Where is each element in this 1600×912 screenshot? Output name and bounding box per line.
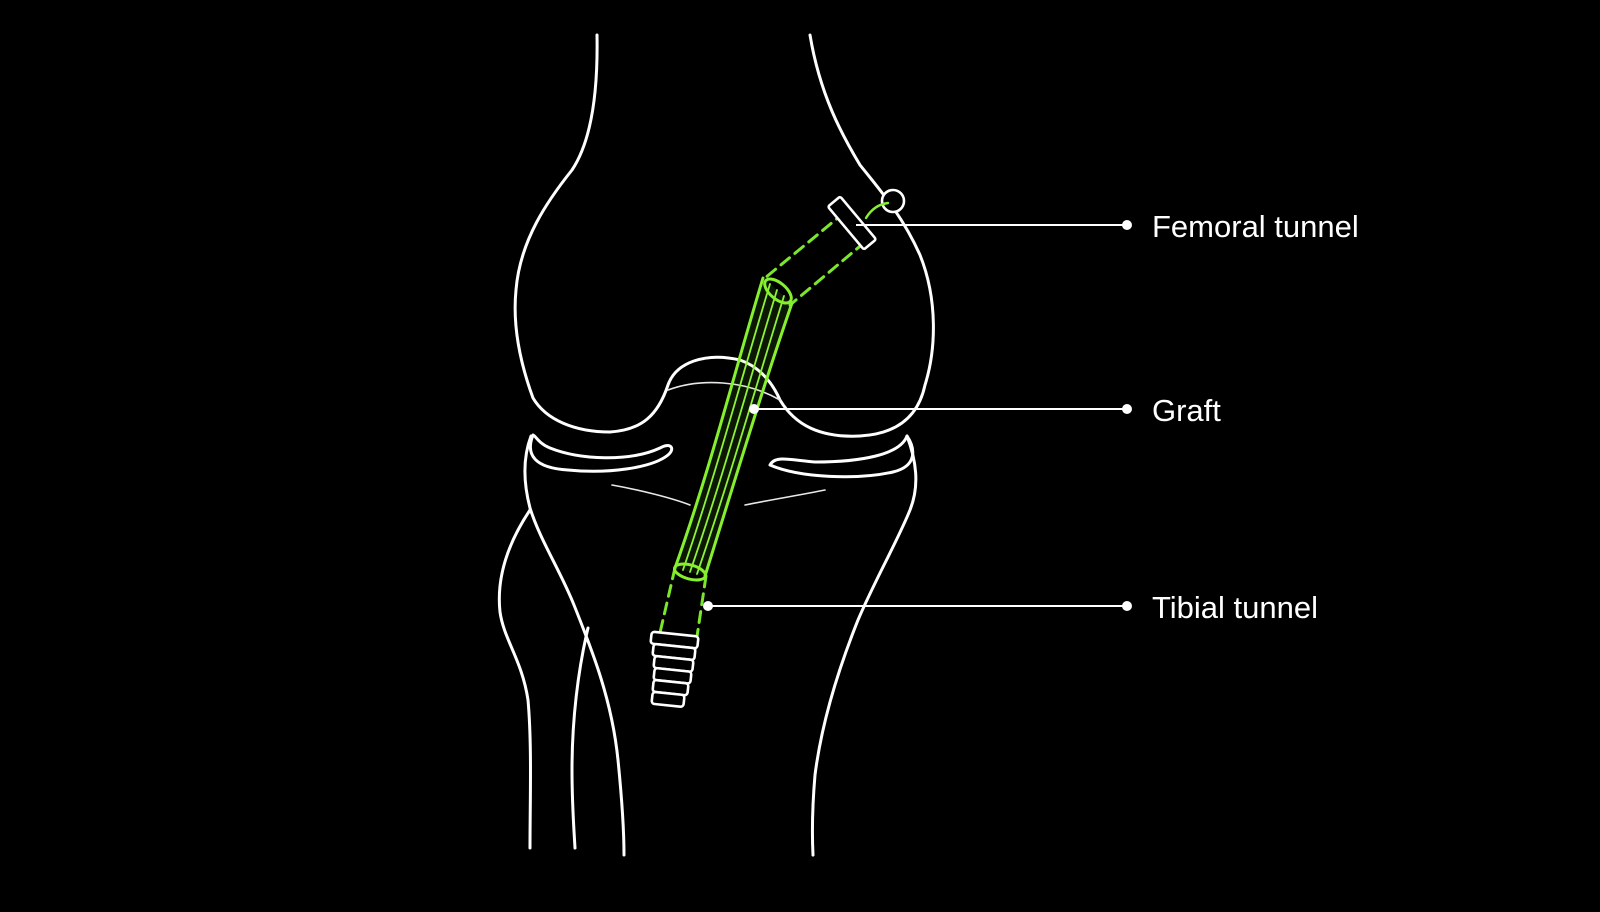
femoral-fixation-button <box>827 188 906 251</box>
callout-tibial-tunnel: Tibial tunnel <box>703 590 1318 625</box>
tibial-interference-screw <box>649 630 700 709</box>
femoral-tunnel-label: Femoral tunnel <box>1152 209 1359 244</box>
fibula <box>497 508 590 850</box>
callout-dot <box>1122 220 1132 230</box>
graft-label: Graft <box>1152 393 1221 428</box>
callout-graft: Graft <box>749 393 1221 428</box>
callout-dot <box>1122 404 1132 414</box>
callout-femoral-tunnel: Femoral tunnel <box>856 209 1359 244</box>
graft <box>672 276 794 582</box>
lateral-meniscus <box>768 434 915 479</box>
tibia <box>523 434 918 857</box>
tibial-tunnel-label: Tibial tunnel <box>1152 590 1318 625</box>
medial-meniscus <box>528 433 674 473</box>
femoral-tunnel <box>763 210 867 307</box>
callout-dot <box>1122 601 1132 611</box>
